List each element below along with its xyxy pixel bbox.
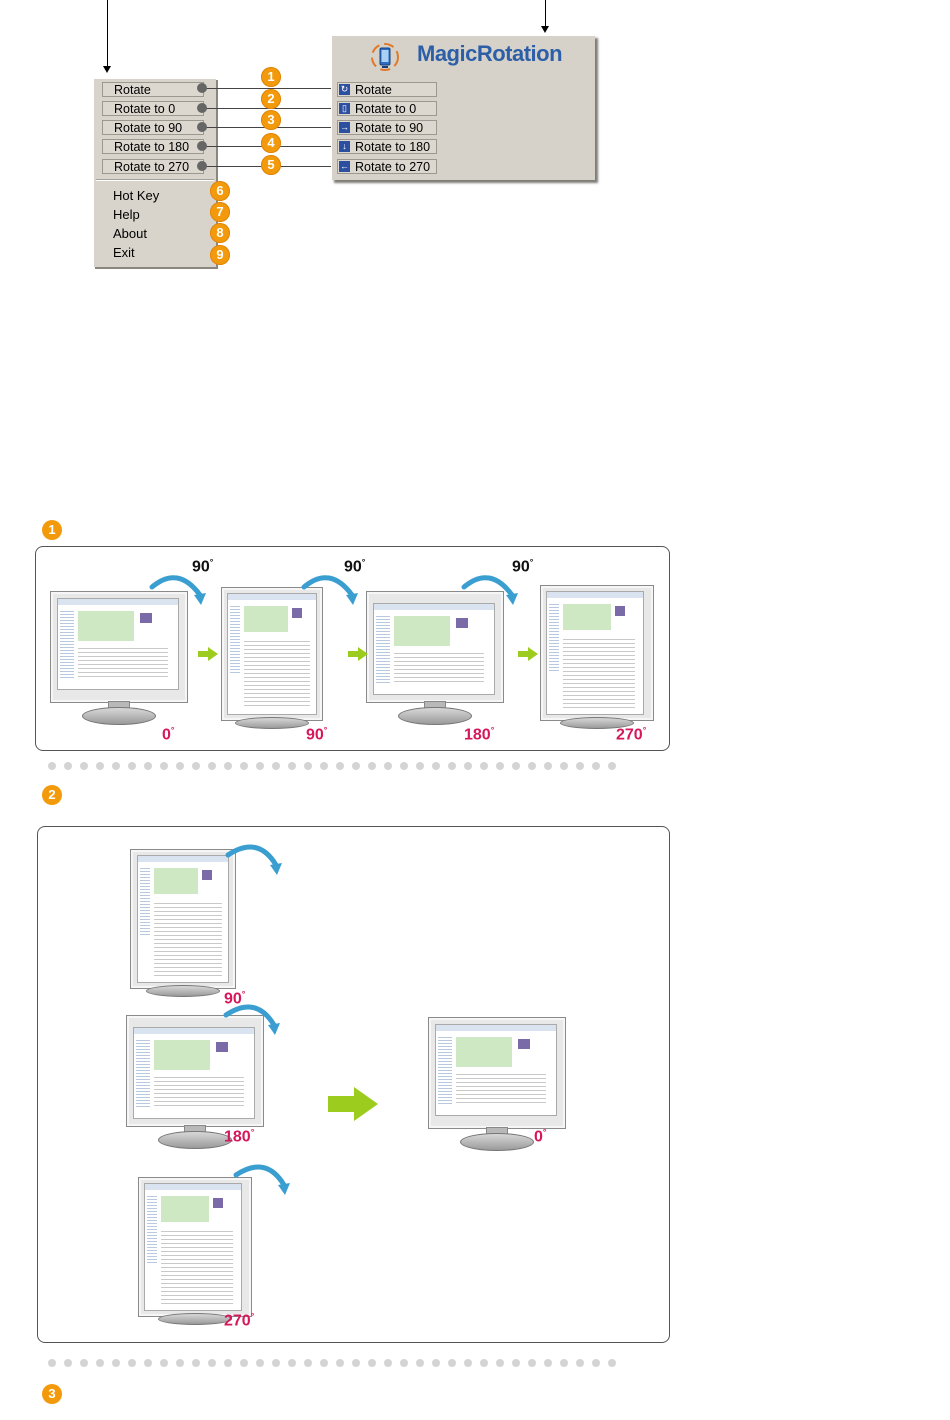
magicrotation-title: MagicRotation xyxy=(417,41,562,67)
rotate-arrow-icon xyxy=(222,995,284,1041)
rotate-left-icon: ← xyxy=(339,161,350,172)
monitor-screen xyxy=(227,593,317,715)
callout-4: 4 xyxy=(261,133,281,153)
menu-separator xyxy=(96,179,214,181)
dotted-divider xyxy=(48,762,616,770)
menu-item-exit[interactable]: Exit xyxy=(113,245,135,261)
connector-dot-left-2 xyxy=(197,103,207,113)
monitor-270-degrees xyxy=(538,585,654,727)
panel-item-rotate-to-270[interactable]: ← Rotate to 270 xyxy=(337,159,437,174)
menu-item-help[interactable]: Help xyxy=(113,207,140,223)
panel-pointer-arrowhead xyxy=(541,26,549,33)
rotation-step-label: 90° xyxy=(344,557,365,576)
angle-label: 90° xyxy=(306,725,327,744)
callout-3: 3 xyxy=(261,110,281,130)
callout-9: 9 xyxy=(210,245,230,265)
menu-item-rotate-to-270[interactable]: Rotate to 270 xyxy=(102,159,204,174)
callout-7: 7 xyxy=(210,202,230,222)
angle-label: 270° xyxy=(616,725,646,744)
callout-1: 1 xyxy=(261,67,281,87)
panel-item-label: Rotate xyxy=(355,83,392,97)
angle-label: 180° xyxy=(224,1127,254,1146)
menu-item-rotate[interactable]: Rotate xyxy=(102,82,204,97)
magicrotation-logo-icon xyxy=(370,42,400,72)
monitor-stand xyxy=(146,985,220,997)
magicrotation-panel: MagicRotation ↻ Rotate ▯ Rotate to 0 → Rota… xyxy=(331,35,595,180)
rotate-arrow-icon xyxy=(232,1155,294,1201)
section-1-marker: 1 xyxy=(42,520,62,540)
monitor-stand xyxy=(398,707,472,725)
monitor-stand xyxy=(460,1133,534,1151)
panel-item-label: Rotate to 0 xyxy=(355,102,416,116)
rotation-step-label: 90° xyxy=(192,557,213,576)
panel-item-rotate-to-0[interactable]: ▯ Rotate to 0 xyxy=(337,101,437,116)
menu-item-rotate-to-0[interactable]: Rotate to 0 xyxy=(102,101,204,116)
next-arrow-icon xyxy=(358,647,368,661)
dotted-divider xyxy=(48,1359,616,1367)
monitor-stand xyxy=(158,1313,232,1325)
angle-label: 0° xyxy=(534,1127,547,1146)
rotation-step-label: 90° xyxy=(512,557,533,576)
portrait-icon: ▯ xyxy=(339,103,350,114)
section-1-panel: 90° 90° 90° 0° 90° 180° 270° xyxy=(35,546,670,751)
monitor-stand xyxy=(158,1131,232,1149)
connector-dot-left-5 xyxy=(197,161,207,171)
angle-label: 270° xyxy=(224,1311,254,1330)
panel-item-rotate-to-90[interactable]: → Rotate to 90 xyxy=(337,120,437,135)
section-3-marker: 3 xyxy=(42,1384,62,1404)
monitor-screen xyxy=(57,598,179,690)
monitor-screen xyxy=(546,591,644,715)
monitor-90-degrees xyxy=(128,849,238,995)
monitor-stand xyxy=(235,717,309,729)
angle-label: 180° xyxy=(464,725,494,744)
monitor-stand xyxy=(82,707,156,725)
connector-dot-left-3 xyxy=(197,122,207,132)
panel-item-rotate[interactable]: ↻ Rotate xyxy=(337,82,437,97)
callout-5: 5 xyxy=(261,155,281,175)
monitor-screen xyxy=(144,1183,242,1311)
rotate-right-icon: → xyxy=(339,122,350,133)
next-arrow-icon xyxy=(528,647,538,661)
section-2-marker: 2 xyxy=(42,785,62,805)
menu-item-hot-key[interactable]: Hot Key xyxy=(113,188,159,204)
next-arrow-icon xyxy=(328,1087,378,1121)
menu-item-about[interactable]: About xyxy=(113,226,147,242)
menu-item-rotate-to-90[interactable]: Rotate to 90 xyxy=(102,120,204,135)
panel-item-label: Rotate to 180 xyxy=(355,140,430,154)
menu-pointer-arrowhead xyxy=(103,66,111,73)
connector-dot-left-4 xyxy=(197,141,207,151)
menu-pointer-line xyxy=(107,0,108,66)
connector-dot-left-1 xyxy=(197,83,207,93)
rotate-down-icon: ↓ xyxy=(339,141,350,152)
monitor-screen xyxy=(435,1024,557,1116)
next-arrow-icon xyxy=(208,647,218,661)
panel-pointer-line xyxy=(545,0,546,26)
rotate-cycle-icon: ↻ xyxy=(339,84,350,95)
angle-label: 0° xyxy=(162,725,175,744)
panel-item-rotate-to-180[interactable]: ↓ Rotate to 180 xyxy=(337,139,437,154)
callout-2: 2 xyxy=(261,89,281,109)
panel-item-label: Rotate to 90 xyxy=(355,121,423,135)
menu-item-rotate-to-180[interactable]: Rotate to 180 xyxy=(102,139,204,154)
monitor-screen xyxy=(373,603,495,695)
section-2-panel: 90° 180° 270° xyxy=(37,826,670,1343)
rotate-arrow-icon xyxy=(224,835,286,881)
callout-6: 6 xyxy=(210,181,230,201)
panel-item-label: Rotate to 270 xyxy=(355,160,430,174)
monitor-screen xyxy=(137,855,229,983)
callout-8: 8 xyxy=(210,223,230,243)
